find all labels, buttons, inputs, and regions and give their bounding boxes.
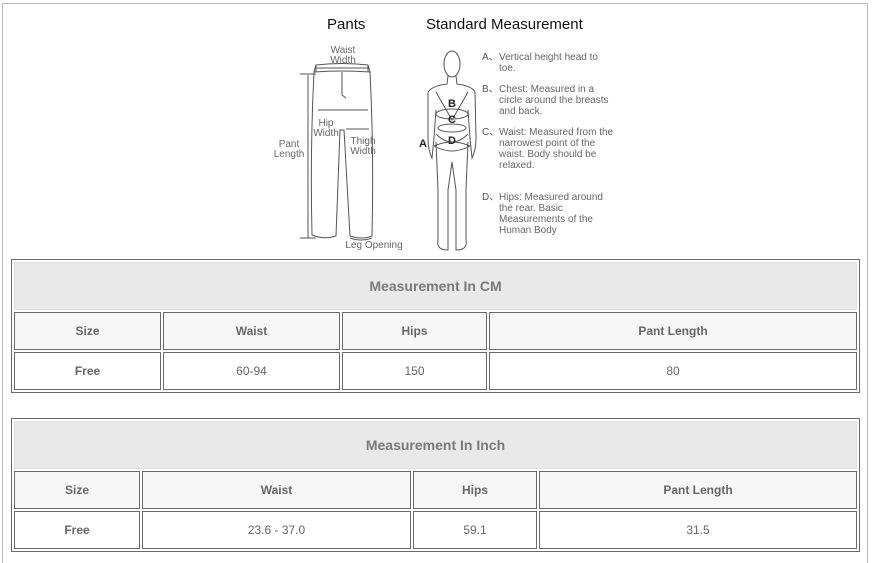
cell-waist: 60-94	[163, 352, 340, 390]
header-hips: Hips	[413, 471, 537, 509]
table-row: Free 23.6 - 37.0 59.1 31.5	[14, 511, 857, 549]
cell-waist: 23.6 - 37.0	[142, 511, 411, 549]
leg-opening-label: Leg Opening	[345, 240, 403, 251]
figure-letter-b: B	[448, 98, 456, 110]
header-pant-length: Pant Length	[489, 312, 857, 350]
cell-size: Free	[14, 511, 140, 549]
pants-title: Pants	[327, 16, 366, 33]
cell-pant-length: 31.5	[539, 511, 857, 549]
measurement-inch-table: Measurement In Inch Size Waist Hips Pant…	[11, 418, 860, 552]
cell-pant-length: 80	[489, 352, 857, 390]
page-frame	[2, 3, 868, 563]
table-header-row: Size Waist Hips Pant Length	[14, 471, 857, 509]
header-hips: Hips	[342, 312, 487, 350]
figure-letter-d: D	[448, 135, 456, 147]
header-size: Size	[14, 312, 161, 350]
header-pant-length: Pant Length	[539, 471, 857, 509]
figure-letter-c: C	[448, 114, 456, 126]
table-caption: Measurement In CM	[14, 262, 857, 310]
header-waist: Waist	[163, 312, 340, 350]
header-waist: Waist	[142, 471, 411, 509]
table-row: Free 60-94 150 80	[14, 352, 857, 390]
cell-hips: 59.1	[413, 511, 537, 549]
table-header-row: Size Waist Hips Pant Length	[14, 312, 857, 350]
pants-and-body-illustration	[300, 50, 477, 251]
cell-hips: 150	[342, 352, 487, 390]
measurement-cm-table: Measurement In CM Size Waist Hips Pant L…	[11, 259, 860, 393]
figure-letter-a: A	[419, 138, 427, 150]
cell-size: Free	[14, 352, 161, 390]
header-size: Size	[14, 471, 140, 509]
table-caption: Measurement In Inch	[14, 421, 857, 469]
standard-measurement-title: Standard Measurement	[426, 16, 583, 33]
